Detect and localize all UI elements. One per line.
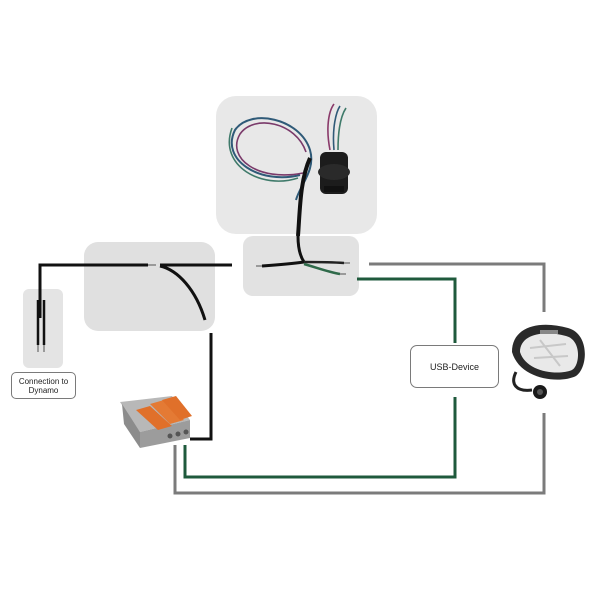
bicycle-headlight-icon <box>512 324 585 399</box>
green-wire-socket-to-usb <box>357 277 457 343</box>
gray-wires <box>173 262 546 495</box>
black-wire-splice-to-connector <box>190 333 213 441</box>
gray-wire-headlight-return <box>173 413 546 495</box>
cable-splice-icon <box>96 263 207 321</box>
dynamo-wire-icon <box>36 300 46 352</box>
dynamo-connection-label: Connection to Dynamo <box>11 372 76 399</box>
green-wires <box>183 277 457 479</box>
cable-splice-panel <box>84 242 215 331</box>
usb-device-label: USB-Device <box>410 345 499 388</box>
wire-end-panel <box>243 236 359 296</box>
wire-end-icon <box>256 235 350 276</box>
lever-wago-connector-icon <box>120 396 192 448</box>
gray-wire-socket-to-headlight <box>369 262 546 312</box>
usb-socket-panel <box>216 96 377 234</box>
green-wire-usb-to-connector <box>183 397 457 479</box>
usb-socket-icon <box>228 103 350 237</box>
